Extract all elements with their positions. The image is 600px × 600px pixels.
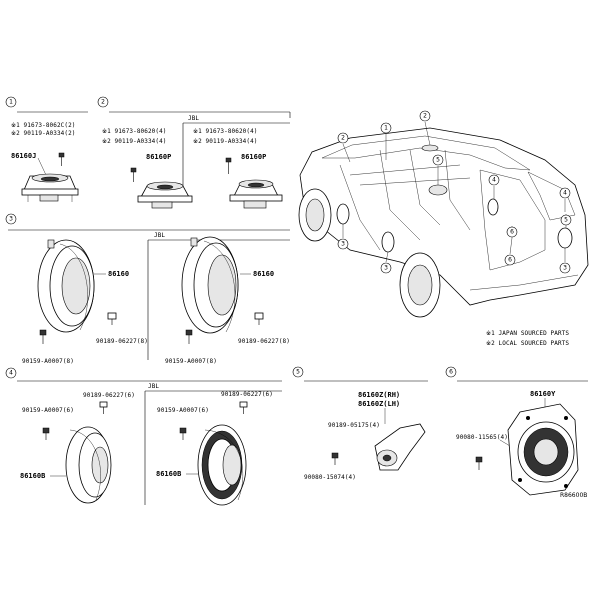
section-2: 2 JBL ※1 91673-80620(4) ※2 90119-A0334(4… — [97, 96, 291, 209]
bolt-icon — [179, 427, 187, 440]
screw-icon — [58, 152, 65, 166]
section-3-jbl-label: JBL — [154, 232, 165, 239]
vehicle-callout: 1 — [380, 122, 392, 160]
clip-icon — [254, 312, 264, 325]
section-2-left-note-2: ※2 90119-A0334(4) — [102, 138, 167, 145]
section-2-right-part: 86160P — [241, 153, 266, 161]
section-4-left-bolt: 90159-A0007(6) — [22, 407, 74, 414]
subwoofer-speaker-icon — [507, 403, 579, 496]
section-4-right-clip: 90189-06227(6) — [221, 391, 273, 398]
vehicle-callout: 6 — [506, 226, 518, 238]
section-4: 4 JBL 90189-06227(6) 90189-06227(6) 9015… — [5, 367, 282, 506]
screw-icon — [225, 157, 232, 174]
vehicle-callout: 5 — [560, 214, 572, 228]
svg-text:5: 5 — [436, 157, 440, 164]
svg-text:4: 4 — [492, 177, 496, 184]
section-2-left-note-1: ※1 91673-80620(4) — [102, 128, 167, 135]
vehicle-callout: 6 — [504, 237, 516, 266]
section-1-note-2: ※2 90119-A0334(2) — [11, 130, 76, 137]
screw-icon — [130, 167, 137, 182]
svg-text:1: 1 — [384, 125, 388, 132]
vehicle-illustration: 2 1 2 5 4 3 3 — [298, 110, 589, 318]
section-6-part: 86160Y — [530, 390, 556, 398]
vehicle-callout: 4 — [559, 187, 571, 212]
svg-text:3: 3 — [563, 265, 567, 272]
clip-icon — [99, 401, 108, 414]
section-5-label: 5 — [296, 369, 300, 376]
clip-icon — [107, 312, 117, 325]
svg-text:3: 3 — [341, 241, 345, 248]
bolt-icon — [42, 427, 50, 440]
legend-local-sourced: ※2 LOCAL SOURCED PARTS — [486, 340, 569, 347]
vehicle-callout: 5 — [432, 154, 444, 185]
tweeter-speaker-icon — [229, 179, 283, 209]
section-2-left-part: 86160P — [146, 153, 171, 161]
vehicle-callout: 3 — [559, 248, 571, 274]
vehicle-callout: 2 — [419, 110, 431, 146]
svg-text:4: 4 — [563, 190, 567, 197]
section-3-left-part: 86160 — [108, 270, 129, 278]
section-4-left-part: 86160B — [20, 472, 45, 480]
section-5: 5 86160Z(RH) 86160Z(LH) 90189-05175(4) 9… — [292, 366, 428, 481]
section-1-label: 1 — [9, 99, 13, 106]
screw-icon — [331, 452, 339, 465]
svg-text:2: 2 — [423, 113, 427, 120]
bolt-icon — [185, 329, 193, 344]
svg-text:5: 5 — [564, 217, 568, 224]
section-2-jbl-label: JBL — [188, 115, 199, 122]
section-2-right-note-1: ※1 91673-80620(4) — [193, 128, 258, 135]
section-3: 3 JBL 86160 90189-06227(8) 90159-A0007(8… — [5, 213, 290, 365]
svg-text:6: 6 — [508, 257, 512, 264]
section-2-right-note-2: ※2 90119-A0334(4) — [193, 138, 258, 145]
vehicle-callout: 4 — [488, 174, 500, 199]
speaker-unit-icon — [374, 423, 426, 471]
screw-icon — [475, 456, 483, 470]
section-2-label: 2 — [101, 99, 105, 106]
section-6: 6 86160Y 90080-11565(4) — [445, 366, 588, 496]
section-3-right-bolt: 90159-A0007(8) — [165, 358, 217, 365]
svg-text:6: 6 — [510, 229, 514, 236]
vehicle-callout: 3 — [380, 251, 392, 274]
section-6-label: 6 — [449, 369, 453, 376]
bolt-icon — [39, 329, 47, 344]
section-4-label: 4 — [9, 370, 13, 377]
section-5-clip: 90189-05175(4) — [328, 422, 380, 429]
section-5-part-lh: 86160Z(LH) — [358, 400, 400, 408]
section-3-right-clip: 90189-06227(8) — [238, 338, 290, 345]
woofer-speaker-icon — [181, 236, 239, 334]
legend-japan-sourced: ※1 JAPAN SOURCED PARTS — [486, 330, 569, 337]
section-3-left-bolt: 90159-A0007(8) — [22, 358, 74, 365]
figure-code: R86600B — [560, 492, 587, 499]
section-5-part-rh: 86160Z(RH) — [358, 391, 400, 399]
vehicle-callout: 2 — [337, 132, 351, 163]
section-1-part-number: 86160J — [11, 152, 36, 160]
section-3-label: 3 — [9, 216, 13, 223]
section-6-screw: 90080-11565(4) — [456, 434, 508, 441]
vehicle-callout: 3 — [337, 224, 349, 250]
section-5-screw: 90080-15074(4) — [304, 474, 356, 481]
section-3-right-part: 86160 — [253, 270, 274, 278]
clip-icon — [239, 401, 248, 414]
section-4-jbl-label: JBL — [148, 383, 159, 390]
tweeter-speaker-icon — [137, 181, 193, 209]
section-4-right-bolt: 90159-A0007(6) — [157, 407, 209, 414]
section-1: 1 ※1 91673-8062C(2) ※2 90119-A0334(2) 86… — [5, 96, 88, 202]
woofer-speaker-icon — [37, 239, 95, 333]
section-4-left-clip: 90189-06227(6) — [83, 392, 135, 399]
woofer-speaker-icon — [65, 426, 112, 504]
svg-text:3: 3 — [384, 265, 388, 272]
woofer-speaker-icon — [197, 424, 247, 506]
section-3-left-clip: 90189-06227(8) — [96, 338, 148, 345]
section-4-right-part: 86160B — [156, 470, 181, 478]
tweeter-speaker-icon — [21, 173, 79, 202]
section-1-note-1: ※1 91673-8062C(2) — [11, 122, 76, 129]
svg-text:2: 2 — [341, 135, 345, 142]
